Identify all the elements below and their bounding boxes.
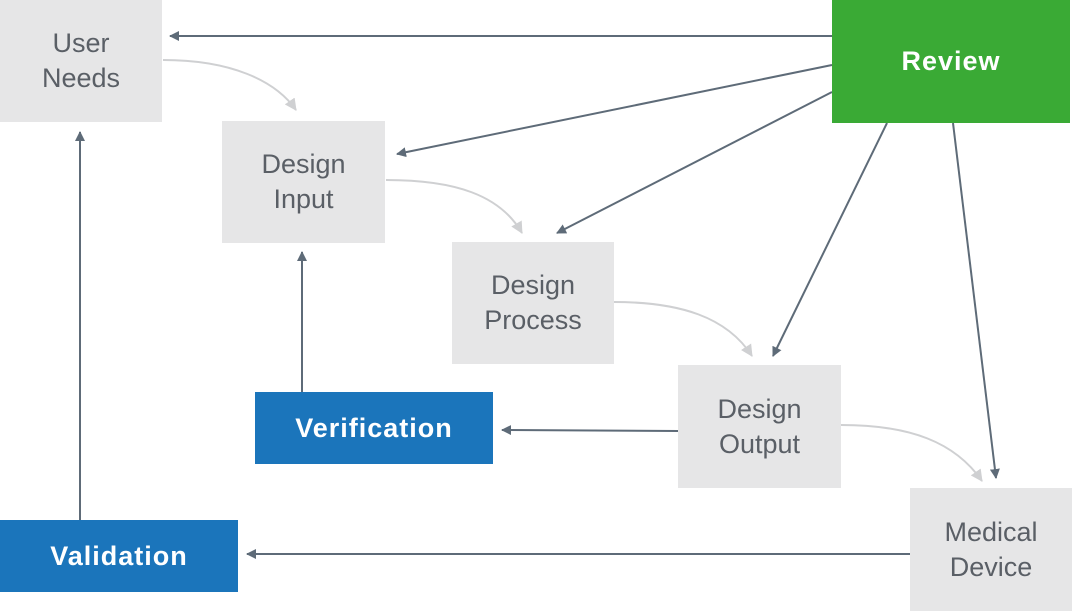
- verification-box: Verification: [255, 392, 493, 464]
- design-input-label: Design Input: [261, 149, 346, 214]
- arrow-review-to-design-input: [396, 64, 833, 158]
- arrow-user-needs-to-design-input: [162, 59, 297, 111]
- design-input-box: Design Input: [222, 121, 385, 243]
- design-output-box: Design Output: [678, 365, 841, 488]
- arrow-design-output-to-verification: [501, 425, 679, 436]
- arrow-design-process-to-design-output: [613, 301, 753, 357]
- verification-label: Verification: [295, 412, 453, 443]
- user-needs-label: User Needs: [41, 28, 121, 93]
- review-label: Review: [901, 46, 1001, 76]
- design-process-label: Design Process: [484, 270, 582, 335]
- arrow-review-to-medical-device: [952, 122, 1000, 479]
- user-needs-box: User Needs: [0, 0, 162, 122]
- arrow-design-output-to-medical-device: [840, 424, 983, 482]
- arrow-review-to-design-output: [772, 122, 888, 357]
- design-output-label: Design Output: [717, 393, 802, 459]
- review-box: Review: [832, 0, 1070, 123]
- design-process-box: Design Process: [452, 242, 614, 364]
- validation-label: Validation: [50, 540, 188, 571]
- validation-box: Validation: [0, 520, 238, 592]
- arrow-design-input-to-design-process: [385, 179, 523, 234]
- medical-device-label: Medical Device: [944, 516, 1038, 582]
- medical-device-box: Medical Device: [910, 488, 1072, 611]
- arrow-review-to-design-process: [556, 91, 833, 234]
